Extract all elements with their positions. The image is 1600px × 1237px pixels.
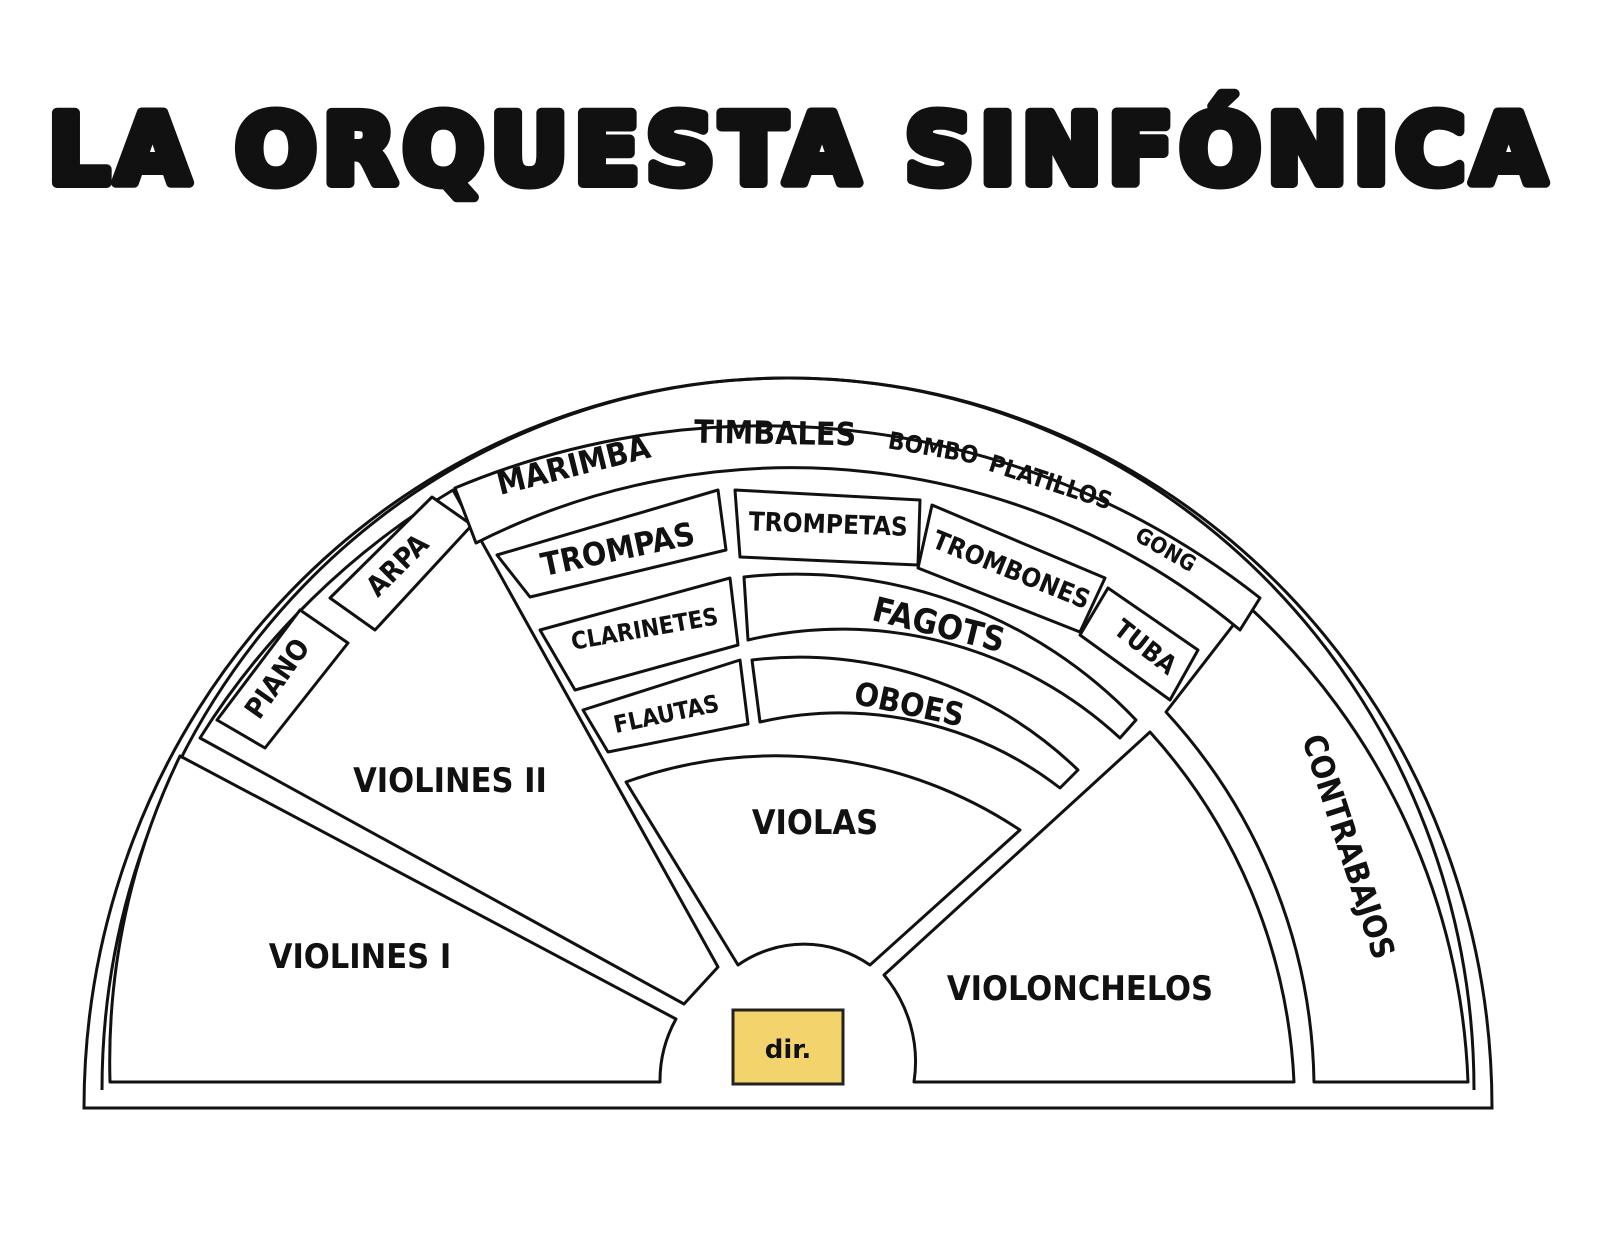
section-flautas bbox=[581, 658, 750, 754]
section-trombones bbox=[916, 503, 1107, 634]
section-violines-ii bbox=[198, 488, 720, 1006]
title-graphic: LA ORQUESTA SINFÓNICA LA ORQUESTA SINFÓN… bbox=[43, 88, 1552, 210]
section-oboes bbox=[750, 655, 1080, 790]
label-violines-i: VIOLINES I bbox=[269, 937, 451, 977]
page-title: LA ORQUESTA SINFÓNICA bbox=[48, 93, 1552, 206]
page-title-outline: LA ORQUESTA SINFÓNICA bbox=[48, 93, 1552, 206]
section-contrabajos bbox=[1164, 604, 1470, 1084]
section-trompas bbox=[495, 488, 728, 599]
section-violonchelos bbox=[882, 730, 1296, 1084]
section-piano bbox=[215, 608, 350, 750]
label-violonchelos: VIOLONCHELOS bbox=[947, 969, 1213, 1009]
section-violas bbox=[624, 754, 1022, 967]
section-violines-i bbox=[108, 754, 678, 1084]
label-violines-ii: VIOLINES II bbox=[353, 761, 547, 801]
title-banner: LA ORQUESTA SINFÓNICA LA ORQUESTA SINFÓN… bbox=[0, 80, 1600, 210]
section-percussion bbox=[453, 424, 1262, 632]
conductor-box bbox=[731, 1008, 845, 1086]
conductor-label: dir. bbox=[765, 1035, 812, 1065]
label-trompetas: TROMPETAS bbox=[748, 507, 908, 543]
section-clarinetes bbox=[538, 576, 740, 692]
label-timbales: TIMBALES bbox=[694, 413, 857, 454]
label-violas: VIOLAS bbox=[752, 803, 878, 843]
section-tuba bbox=[1078, 586, 1200, 702]
inner-frame bbox=[100, 376, 1476, 1091]
section-fagots bbox=[742, 572, 1138, 740]
